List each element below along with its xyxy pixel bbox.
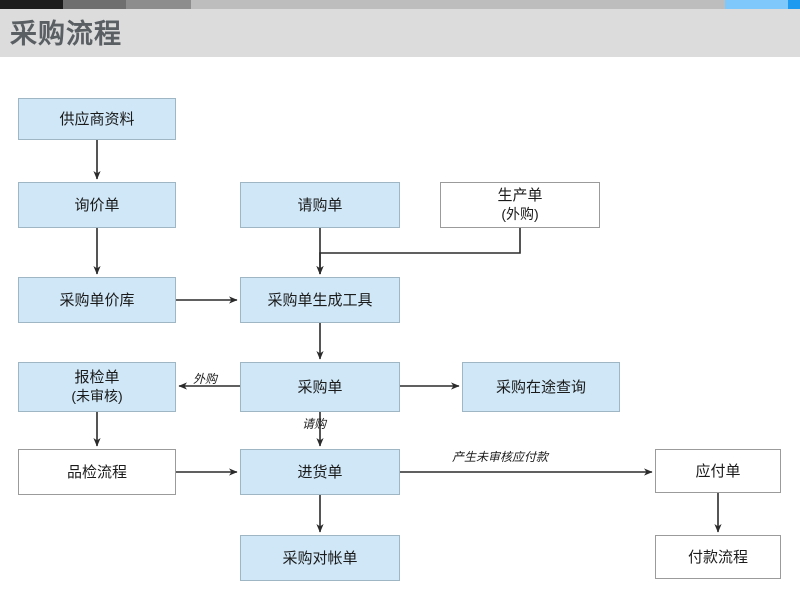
node-sublabel: (外购) (501, 206, 539, 222)
node-label: 进货单 (297, 463, 343, 481)
node-label: 请购单 (297, 196, 343, 214)
node-label: 报检单 (74, 369, 120, 386)
node-production[interactable]: 生产单 (外购) (440, 182, 600, 228)
node-requisition[interactable]: 请购单 (240, 182, 400, 228)
segment-lightblue (725, 0, 788, 9)
node-inspection[interactable]: 报检单 (未审核) (18, 362, 176, 412)
node-purchase-order[interactable]: 采购单 (240, 362, 400, 412)
node-label: 采购对帐单 (282, 549, 358, 567)
node-label: 生产单 (497, 187, 543, 204)
page-title: 采购流程 (10, 19, 122, 49)
node-price-library[interactable]: 采购单价库 (18, 277, 176, 323)
segment-lightgray (191, 0, 725, 9)
edge-label-unaudited-ap: 产生未审核应付款 (452, 450, 549, 464)
segment-darkgray (63, 0, 126, 9)
node-supplier[interactable]: 供应商资料 (18, 98, 176, 140)
title-band: 采购流程 (0, 9, 800, 57)
node-label: 采购单生成工具 (267, 291, 373, 309)
connector-group (93, 140, 722, 533)
node-label: 应付单 (695, 462, 741, 480)
segment-dark (0, 0, 63, 9)
node-inquiry[interactable]: 询价单 (18, 182, 176, 228)
segment-blue (788, 0, 800, 9)
edge-production-to-po-generator (316, 228, 521, 275)
edge-label-requested: 请购 (302, 417, 327, 431)
flowchart-canvas: 供应商资料询价单 请购单 生产单 (外购) 采购单价库 采购单生成工具报检单 (未审核) 采购… (0, 57, 800, 590)
node-label: 采购单价库 (59, 291, 135, 309)
node-in-transit[interactable]: 采购在途查询 (462, 362, 620, 412)
node-receipt[interactable]: 进货单 (240, 449, 400, 495)
node-label: 采购单 (297, 378, 343, 396)
top-progress-strip (0, 0, 800, 9)
node-po-generator[interactable]: 采购单生成工具 (240, 277, 400, 323)
node-qc-flow[interactable]: 品检流程 (18, 449, 176, 495)
node-label: 付款流程 (687, 548, 748, 566)
edge-label-outsourced: 外购 (193, 372, 218, 386)
node-reconcile[interactable]: 采购对帐单 (240, 535, 400, 581)
node-label: 询价单 (74, 196, 120, 214)
node-label: 供应商资料 (59, 110, 135, 128)
node-sublabel: (未审核) (71, 388, 123, 404)
node-payable[interactable]: 应付单 (655, 449, 781, 493)
segment-midgray (126, 0, 191, 9)
node-label: 采购在途查询 (495, 378, 586, 396)
node-payment-flow[interactable]: 付款流程 (655, 535, 781, 579)
node-label: 品检流程 (66, 463, 127, 481)
